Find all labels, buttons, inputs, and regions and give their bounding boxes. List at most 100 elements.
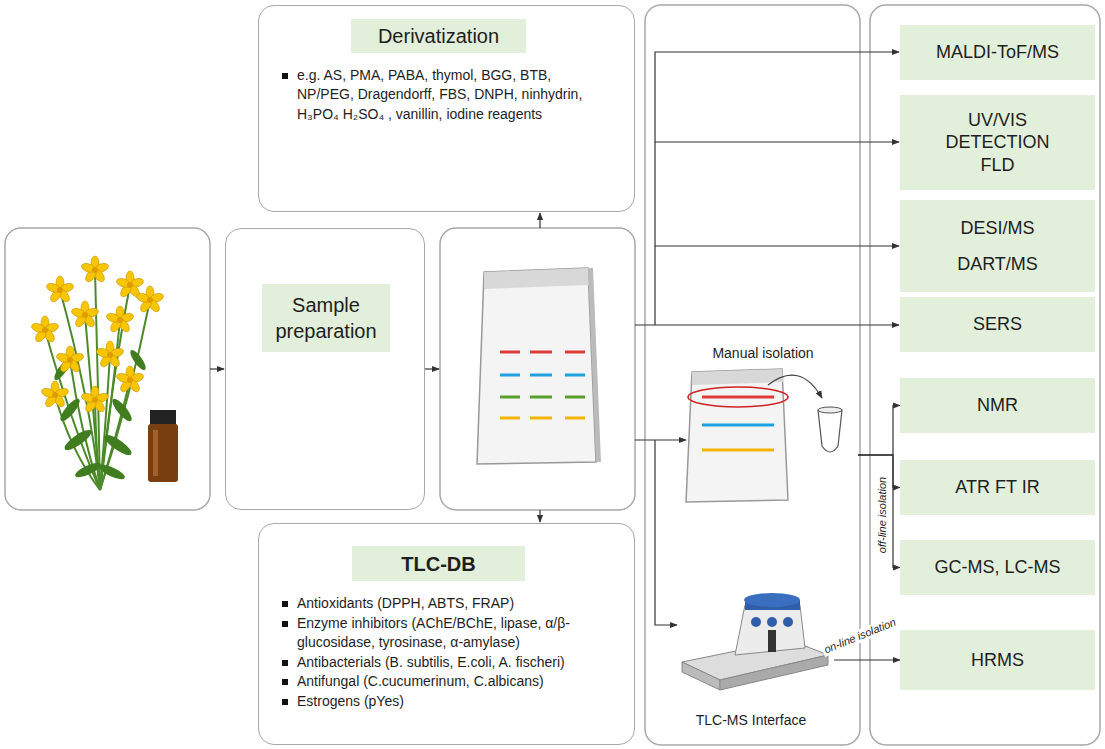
bullet-text: Antifungal (C.cucumerinum, C.albicans)	[297, 673, 544, 689]
header-label-box: Sample preparation	[262, 284, 390, 352]
bullet-text: e.g. AS, PMA, PABA, thymol, BGG, BTB, NP…	[297, 67, 582, 122]
bullet-row: Enzyme inhibitors (AChE/BChE, lipase, α/…	[279, 614, 624, 653]
tlc-plate	[500, 351, 585, 354]
flow-arrow	[425, 368, 439, 369]
isolation-plate	[768, 375, 822, 398]
isolation-plate	[688, 387, 788, 407]
flow-arrow	[655, 52, 899, 325]
isolation-group: TLC-MS Interface	[668, 585, 834, 735]
plant-illustration	[45, 276, 74, 304]
tlc-plate	[500, 352, 585, 418]
tlc-ms-device	[767, 617, 777, 627]
header-text: TLC-DB	[401, 551, 475, 577]
method-box: UV/VIS DETECTION FLD	[900, 95, 1095, 190]
header-text: Sample preparation	[268, 292, 384, 344]
bullet-row: Antioxidants (DPPH, ABTS, FRAP)	[279, 594, 624, 614]
panel-outline	[440, 228, 635, 510]
bullet-row: Estrogens (pYes)	[279, 692, 624, 712]
bullet-row: e.g. AS, PMA, PABA, thymol, BGG, BTB, NP…	[279, 66, 609, 124]
plant-illustration	[80, 386, 109, 414]
group-label-holder: Manual isolation	[668, 344, 858, 362]
method-label: DART/MS	[957, 253, 1038, 276]
plant-illustration	[45, 270, 150, 490]
group-label: Manual isolation	[668, 344, 858, 362]
vial	[148, 410, 178, 482]
plant-illustration	[115, 366, 144, 394]
header-label-box: TLC-DB	[352, 546, 525, 581]
bullet-text: Estrogens (pYes)	[297, 693, 404, 709]
method-label: GC-MS, LC-MS	[935, 556, 1061, 579]
isolation-plate	[702, 449, 774, 452]
method-label: ATR FT IR	[955, 476, 1039, 499]
bullet-square	[282, 621, 288, 627]
flow-arrow	[635, 439, 686, 440]
panel-outline	[5, 5, 1100, 745]
panel-outline	[645, 5, 860, 745]
header-label-box: Derivatization	[351, 19, 526, 53]
plant-illustration	[40, 381, 69, 409]
sample-tube	[818, 407, 842, 413]
group-label-holder: TLC-MS Interface	[668, 711, 834, 729]
isolation-plate	[702, 396, 774, 399]
connector-label: off-line isolation	[876, 475, 889, 555]
plant-illustration	[95, 400, 100, 490]
tlc-plate	[500, 374, 585, 377]
isolation-group: Manual isolation	[668, 340, 858, 510]
bullet-square	[282, 73, 288, 79]
isolation-plate	[702, 424, 774, 427]
method-label: MALDI-ToF/MS	[936, 41, 1059, 64]
sample-tube	[818, 407, 842, 452]
plant-illustration	[95, 341, 124, 369]
method-label: UV/VIS DETECTION FLD	[946, 109, 1050, 177]
connector	[858, 406, 900, 456]
bullet-row: Antifungal (C.cucumerinum, C.albicans)	[279, 672, 624, 692]
sample-tube	[818, 410, 842, 452]
header-text: Derivatization	[378, 23, 499, 49]
plant-illustration	[95, 270, 100, 490]
tlc-plate	[500, 396, 585, 399]
method-box: ATR FT IR	[900, 460, 1095, 515]
tlc-ms-device	[682, 662, 720, 690]
method-box: MALDI-ToF/MS	[900, 25, 1095, 80]
tlc-plate	[484, 268, 589, 289]
isolation-plate	[686, 369, 788, 502]
tlc-ms-device	[720, 655, 828, 690]
plant-illustration	[70, 301, 99, 329]
bullet-row: Antibacterials (B. subtilis, E.coli, A. …	[279, 653, 624, 673]
tlc-ms-device	[682, 593, 828, 690]
bullet-text: Antioxidants (DPPH, ABTS, FRAP)	[297, 595, 514, 611]
tlc-ms-device	[744, 593, 800, 607]
method-label: NMR	[977, 394, 1018, 417]
method-box: SERS	[900, 297, 1095, 352]
flow-arrow	[655, 245, 899, 246]
isolation-plate	[692, 369, 783, 385]
flow-arrow	[539, 213, 540, 228]
method-label: DESI/MS	[960, 217, 1034, 240]
flow-arrow	[635, 324, 899, 325]
plant-illustration	[102, 432, 134, 459]
method-box: GC-MS, LC-MS	[900, 540, 1095, 595]
plant-illustration	[80, 256, 109, 284]
method-label: SERS	[973, 313, 1022, 336]
panel-box: Derivatization e.g. AS, PMA, PABA, thymol…	[258, 5, 635, 212]
plant-illustration	[73, 460, 102, 480]
plant-illustration	[55, 346, 84, 374]
bullet-square	[282, 699, 288, 705]
bullet-list: e.g. AS, PMA, PABA, thymol, BGG, BTB, NP…	[279, 66, 609, 124]
tlc-plate	[477, 268, 601, 464]
tlc-ms-device	[735, 605, 805, 655]
panel-outline	[5, 228, 210, 510]
tlc-ms-device	[768, 630, 776, 652]
group-label: TLC-MS Interface	[668, 711, 834, 729]
bullet-text: Antibacterials (B. subtilis, E.coli, A. …	[297, 654, 565, 670]
method-box: HRMS	[900, 630, 1095, 690]
method-box: DESI/MS DART/MS	[900, 200, 1095, 292]
flow-arrow	[655, 141, 899, 142]
plant-illustration	[30, 316, 59, 344]
tlc-ms-device	[751, 617, 761, 627]
bullet-square	[282, 679, 288, 685]
plant-illustration	[30, 256, 164, 490]
panel-outline	[870, 5, 1100, 745]
vial	[150, 410, 176, 425]
vial	[148, 424, 178, 482]
